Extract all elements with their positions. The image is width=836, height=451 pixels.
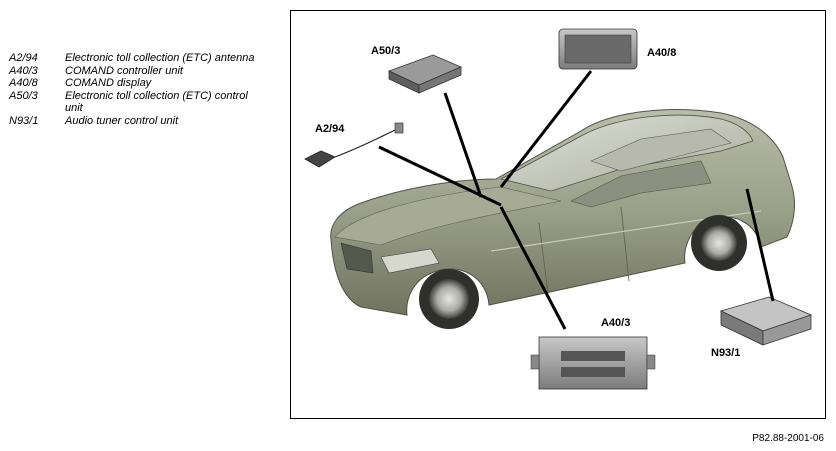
callout-a40-3: A40/3 [601, 317, 631, 329]
legend-row-a40-3: A40/3 COMAND controller unit [9, 65, 259, 78]
comand-controller-component [530, 336, 656, 390]
legend: A2/94 Electronic toll collection (ETC) a… [9, 52, 259, 128]
legend-description: Electronic toll collection (ETC) antenna [65, 52, 255, 64]
legend-description: COMAND display [65, 77, 152, 90]
callout-a2-94: A2/94 [315, 123, 345, 135]
etc-antenna-component [304, 122, 404, 168]
legend-code: A40/8 [9, 77, 38, 90]
comand-display-component [558, 28, 638, 70]
callout-a50-3: A50/3 [371, 45, 401, 57]
legend-row-a50-3: A50/3 Electronic toll collection (ETC) c… [9, 90, 259, 115]
legend-row-a2-94: A2/94 Electronic toll collection (ETC) a… [9, 52, 259, 65]
leader-n93-1 [745, 188, 775, 302]
figure-reference: P82.88-2001-06 [752, 433, 824, 444]
leader-a40-3 [499, 206, 567, 330]
legend-description: Electronic toll collection (ETC) control… [65, 89, 248, 115]
legend-code: N93/1 [9, 114, 39, 127]
car-body [330, 109, 795, 316]
leader-lines [378, 70, 775, 330]
legend-code: A40/3 [9, 64, 38, 77]
legend-description: Audio tuner control unit [65, 114, 179, 127]
leader-a2-94 [378, 145, 502, 207]
callout-n93-1: N93/1 [711, 347, 741, 359]
legend-row-n93-1: N93/1 Audio tuner control unit [9, 115, 259, 128]
callout-a40-8: A40/8 [647, 47, 677, 59]
audio-tuner-component [719, 296, 813, 346]
legend-code: A50/3 [9, 89, 38, 102]
legend-code: A2/94 [9, 52, 38, 64]
legend-row-a40-8: A40/8 COMAND display [9, 77, 259, 90]
legend-description: COMAND controller unit [65, 64, 183, 77]
car-diagram [304, 28, 813, 390]
diagram-frame: A50/3 A40/8 A2/94 A40/3 N93/1 [290, 10, 826, 419]
etc-control-unit-component [387, 54, 463, 94]
leader-a40-8 [499, 70, 593, 188]
leader-a50-3 [443, 92, 483, 198]
